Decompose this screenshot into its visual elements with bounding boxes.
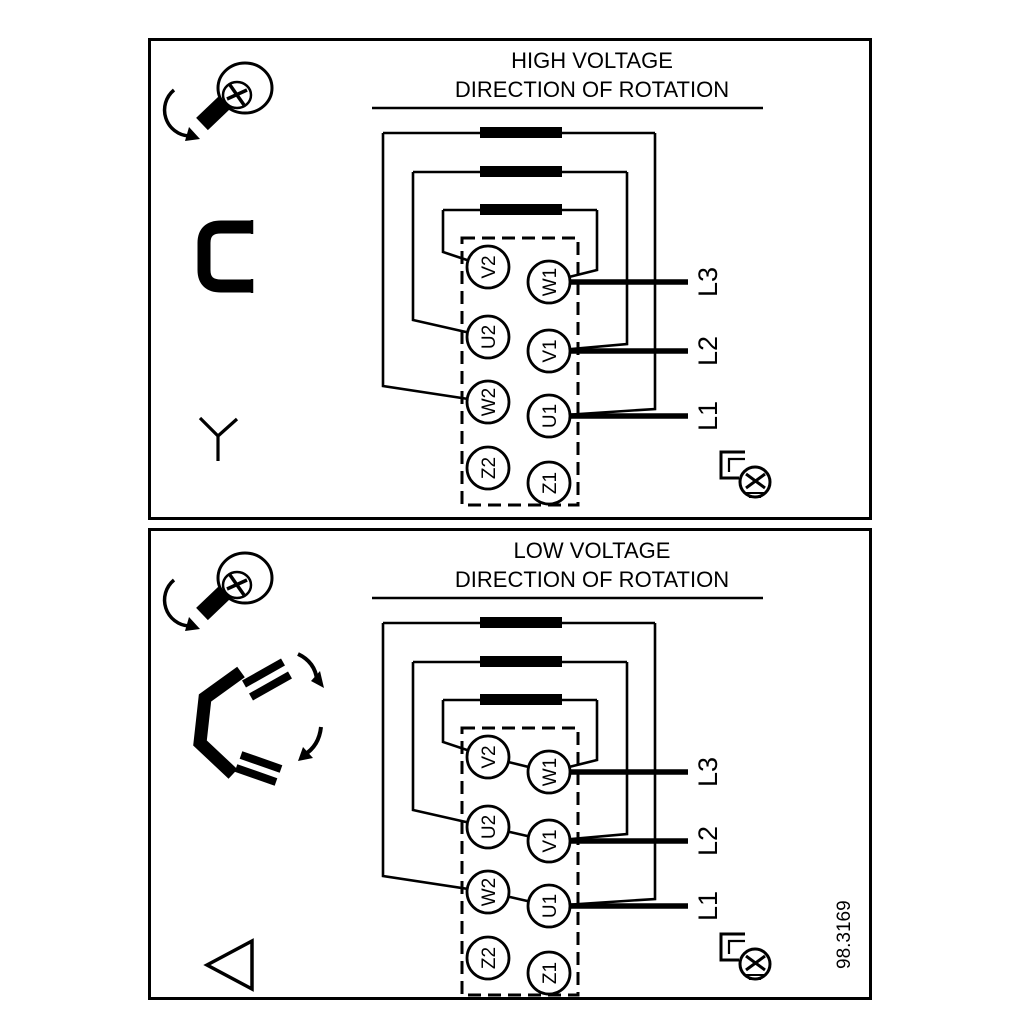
screw-rotation-icon	[162, 551, 274, 631]
terminals: V2 U2 W2 Z2 W1	[465, 244, 572, 506]
label-L3: L3	[693, 757, 723, 787]
terminal-u1: U1	[526, 393, 572, 439]
terminal-screw-icon	[719, 450, 772, 499]
svg-text:V1: V1	[540, 339, 561, 362]
terminal-z2: Z2	[465, 445, 511, 491]
label-L1: L1	[693, 891, 723, 921]
label-L2: L2	[693, 826, 723, 856]
screw-rotation-icon	[162, 61, 274, 141]
jumper-bars	[480, 127, 562, 215]
delta-symbol-icon	[203, 938, 254, 992]
terminal-u2: U2	[465, 804, 511, 850]
terminal-z1: Z1	[526, 950, 572, 996]
jumper-link-icon	[197, 220, 254, 293]
svg-text:W2: W2	[479, 388, 500, 417]
delta-jumper-arrangement-icon	[193, 652, 324, 786]
terminal-w2: W2	[465, 379, 511, 425]
terminal-screw-icon	[719, 932, 772, 981]
star-symbol-icon	[198, 416, 239, 461]
figure-number: 98.3169	[834, 900, 855, 969]
terminal-w1: W1	[526, 749, 572, 795]
svg-text:Z2: Z2	[479, 947, 500, 969]
high-voltage-panel: HIGH VOLTAGE DIRECTION OF ROTATION	[148, 38, 872, 520]
svg-text:V2: V2	[479, 255, 500, 278]
svg-text:Z2: Z2	[479, 457, 500, 479]
svg-text:U2: U2	[479, 815, 500, 839]
label-L3: L3	[693, 267, 723, 297]
svg-text:U1: U1	[540, 404, 561, 428]
supply-lines	[549, 279, 688, 419]
high-voltage-diagram: HIGH VOLTAGE DIRECTION OF ROTATION	[162, 48, 772, 507]
terminal-v2: V2	[465, 734, 511, 780]
terminals: V2 U2 W2 Z2 W1	[465, 734, 572, 996]
supply-lines	[549, 769, 688, 909]
terminal-v2: V2	[465, 244, 511, 290]
terminal-board	[460, 236, 580, 507]
label-L1: L1	[693, 401, 723, 431]
svg-text:W1: W1	[540, 268, 561, 297]
terminal-u2: U2	[465, 314, 511, 360]
panel-title-line1: LOW VOLTAGE	[514, 538, 671, 563]
terminal-board	[460, 726, 580, 997]
panel-title-line1: HIGH VOLTAGE	[511, 48, 673, 73]
label-L2: L2	[693, 336, 723, 366]
terminal-w2: W2	[465, 869, 511, 915]
panel-title-line2: DIRECTION OF ROTATION	[455, 77, 729, 102]
low-voltage-diagram: LOW VOLTAGE DIRECTION OF ROTATION	[162, 538, 855, 997]
terminal-u1: U1	[526, 883, 572, 929]
terminal-z2: Z2	[465, 935, 511, 981]
svg-text:W1: W1	[540, 758, 561, 787]
panel-title-line2: DIRECTION OF ROTATION	[455, 567, 729, 592]
terminal-v1: V1	[526, 328, 572, 374]
jumper-bars	[480, 617, 562, 705]
svg-text:Z1: Z1	[540, 472, 561, 494]
low-voltage-panel: LOW VOLTAGE DIRECTION OF ROTATION	[148, 528, 872, 1000]
svg-text:V2: V2	[479, 745, 500, 768]
svg-text:W2: W2	[479, 878, 500, 907]
terminal-w1: W1	[526, 259, 572, 305]
terminal-v1: V1	[526, 818, 572, 864]
svg-text:U2: U2	[479, 325, 500, 349]
svg-text:V1: V1	[540, 829, 561, 852]
terminal-z1: Z1	[526, 460, 572, 506]
svg-text:U1: U1	[540, 894, 561, 918]
svg-text:Z1: Z1	[540, 962, 561, 984]
